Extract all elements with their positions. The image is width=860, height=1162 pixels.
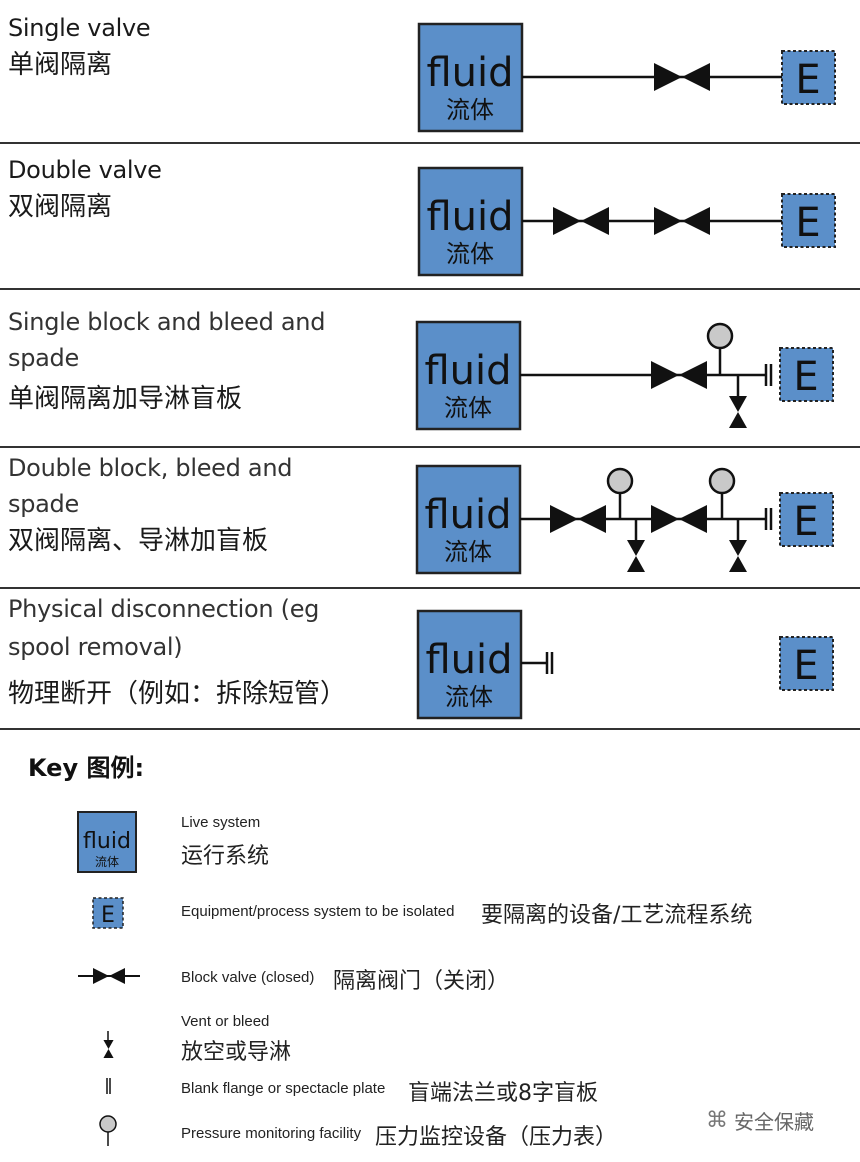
blank-flange-icon [764,364,773,386]
key-vent-bleed-icon [103,1031,114,1058]
watermark-text: 安全保藏 [734,1110,814,1134]
equipment-block: E [779,636,834,691]
fluid-label-cn: 流体 [444,538,492,566]
row-title-cn: 单阀隔离加导淋盲板 [8,384,243,414]
row-divider [0,142,860,144]
pressure-gauge-icon [606,467,634,495]
key-item-en: Live system [181,814,261,831]
fluid-block: fluid 流体 [417,166,524,277]
wechat-icon: ⌘ [706,1108,728,1133]
row-title-en: Double block, bleed and [8,454,293,482]
fluid-label: fluid [424,492,511,538]
fluid-block: fluid 流体 [417,22,524,133]
fluid-block: fluid 流体 [416,609,523,720]
row-title-cn: 双阀隔离 [8,192,113,222]
row3-diagram: fluid 流体 E [415,320,834,431]
row-title-en: Single block and bleed and [8,308,326,336]
key-fluid-label-cn: 流体 [95,855,119,869]
row-title-cn: 双阀隔离、导淋加盲板 [8,526,269,556]
fluid-label-cn: 流体 [446,240,494,268]
equipment-label: E [795,57,820,103]
key-item-cn: 压力监控设备（压力表） [375,1125,618,1150]
key-item-en: Vent or bleed [181,1013,270,1030]
row-title-en: Physical disconnection (eg [8,595,320,623]
key-item-en: Block valve (closed) [181,969,315,986]
block-valve-icon [654,63,710,91]
block-valve-icon [651,361,707,389]
block-valve-icon [651,505,707,533]
blank-flange-icon [545,652,554,674]
key-item-en: Equipment/process system to be isolated [181,903,455,920]
watermark: ⌘ 安全保藏 [706,1106,814,1135]
block-valve-icon [654,207,710,235]
vent-bleed-icon [627,540,645,572]
pressure-gauge-icon [708,467,736,495]
fluid-block: fluid 流体 [415,320,522,431]
row5-diagram: fluid 流体 E [416,609,834,720]
key-item-cn: 放空或导淋 [181,1040,292,1065]
key-pressure-gauge-icon [99,1115,117,1146]
blank-flange-icon [764,508,773,530]
fluid-label: fluid [425,637,512,683]
fluid-block: fluid 流体 [415,464,522,575]
row2-diagram: fluid 流体 E [417,166,836,277]
row-title-en: Single valve [8,14,151,42]
row-divider [0,587,860,589]
row-double-valve: Double valve 双阀隔离 [0,144,860,288]
key-fluid-label: fluid [83,829,131,854]
block-valve-icon [550,505,606,533]
key-item-cn: 运行系统 [181,844,270,869]
fluid-label: fluid [426,50,513,96]
key-equipment-icon: E [92,897,124,929]
row-physical-disconnection: Physical disconnection (eg spool removal… [0,589,860,729]
fluid-label-cn: 流体 [446,96,494,124]
key-blank-flange-icon [106,1078,111,1094]
equipment-block: E [779,347,834,402]
row-title-cn: 单阀隔离 [8,50,113,80]
fluid-label: fluid [424,348,511,394]
equipment-label: E [795,200,820,246]
row-double-block-bleed-spade: Double block, bleed and spade 双阀隔离、导淋加盲板 [0,448,860,588]
key-title: Key 图例: [28,754,145,782]
block-valve-icon [553,207,609,235]
row-divider [0,288,860,290]
fluid-label-cn: 流体 [444,394,492,422]
equipment-block: E [781,193,836,248]
key-item-en: Pressure monitoring facility [181,1125,362,1142]
key-item-cn: 隔离阀门（关闭） [333,969,510,994]
key-block-valve-icon [78,968,140,984]
key-item-en: Blank flange or spectacle plate [181,1080,386,1097]
equipment-label: E [793,643,818,689]
row-title-en-line2: spade [8,490,79,518]
row-title-cn: 物理断开（例如：拆除短管） [8,679,347,709]
pressure-gauge-icon [706,322,734,350]
vent-bleed-icon [729,540,747,572]
key-equipment-label: E [101,903,115,928]
row-title-en: Double valve [8,156,162,184]
key-item-cn: 盲端法兰或8字盲板 [408,1081,598,1106]
key-live-system-icon: fluid 流体 [77,811,137,873]
fluid-label: fluid [426,194,513,240]
row4-diagram: fluid 流体 E [415,464,834,575]
equipment-label: E [793,499,818,545]
equipment-block: E [779,492,834,547]
key-item-cn: 要隔离的设备/工艺流程系统 [481,903,753,928]
equipment-label: E [793,354,818,400]
row-title-en-line2: spade [8,344,79,372]
row-single-valve: Single valve 单阀隔离 [0,0,860,144]
fluid-label-cn: 流体 [445,683,493,711]
row1-diagram: fluid 流体 E [417,22,836,133]
equipment-block: E [781,50,836,105]
row-title-en-line2: spool removal) [8,633,183,661]
vent-bleed-icon [729,396,747,428]
row-single-block-bleed-spade: Single block and bleed and spade 单阀隔离加导淋… [0,290,860,446]
row-divider [0,446,860,448]
row-divider [0,728,860,730]
